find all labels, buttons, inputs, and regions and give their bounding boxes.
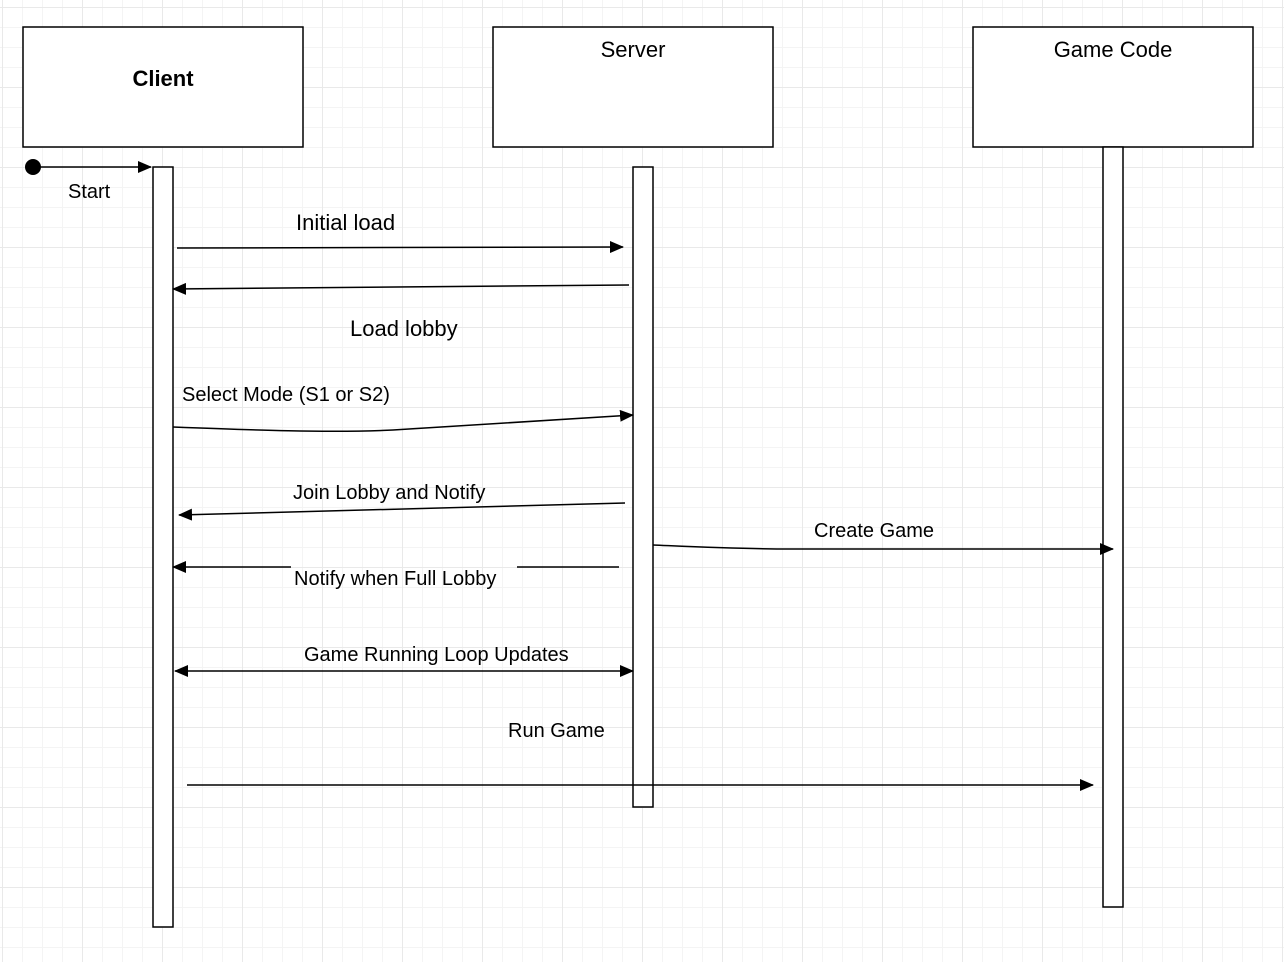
load-lobby-label: Load lobby <box>350 316 458 341</box>
client-participant-box[interactable] <box>22 26 304 148</box>
client-activation-bar[interactable] <box>152 166 174 928</box>
game-code-participant-box[interactable] <box>972 26 1254 148</box>
server-participant-box[interactable] <box>492 26 774 148</box>
start-label: Start <box>68 181 111 203</box>
client-participant-label: Client <box>132 66 194 91</box>
notify-full-label: Notify when Full Lobby <box>294 568 496 590</box>
load-lobby-arrow[interactable] <box>172 282 630 295</box>
server-activation-bar[interactable] <box>632 166 654 808</box>
create-game-arrow[interactable] <box>652 543 1114 555</box>
select-mode-arrow[interactable] <box>172 409 634 432</box>
initial-load-label: Initial load <box>296 210 395 235</box>
run-game-label: Run Game <box>508 720 605 742</box>
game-code-activation-bar[interactable] <box>1102 146 1124 908</box>
select-mode-label: Select Mode (S1 or S2) <box>182 384 390 406</box>
server-participant-label: Server <box>601 37 666 62</box>
game-code-participant-label: Game Code <box>1054 37 1173 62</box>
create-game-label: Create Game <box>814 520 934 542</box>
join-lobby-arrow[interactable] <box>178 502 626 521</box>
game-loop-label: Game Running Loop Updates <box>304 644 569 666</box>
initial-load-arrow[interactable] <box>176 241 624 254</box>
join-lobby-label: Join Lobby and Notify <box>293 482 485 504</box>
